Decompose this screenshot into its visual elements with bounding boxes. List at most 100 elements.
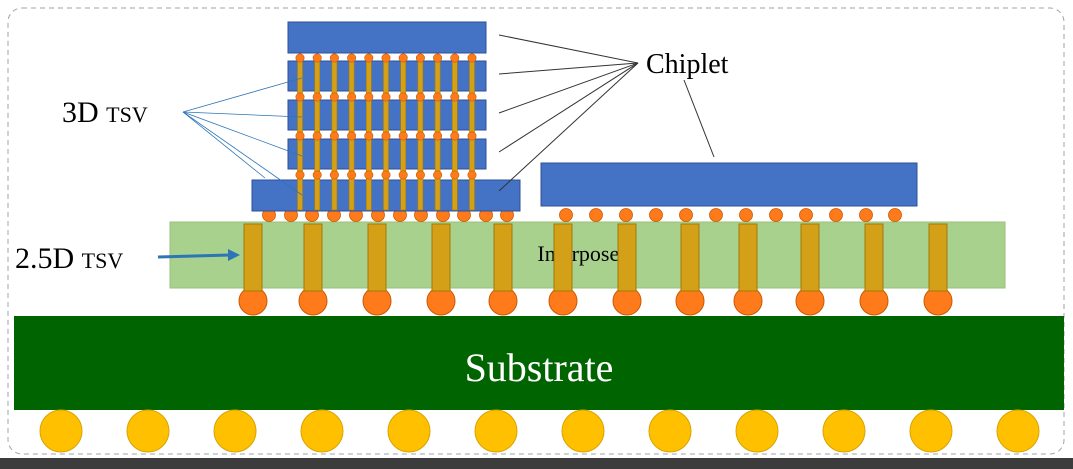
stack-bump — [381, 53, 391, 63]
chiplet-callout-line — [498, 34, 639, 64]
chiplet-callout-line — [498, 62, 639, 114]
tsv-3d-callout-lines — [182, 77, 303, 196]
tsv-25d-label: 2.5D TSV — [15, 242, 123, 275]
stack-bump — [467, 131, 477, 141]
stack-bump — [381, 92, 391, 102]
chiplet-callout-line — [498, 62, 639, 75]
substrate — [14, 316, 1064, 410]
stack-bump — [433, 170, 443, 180]
tsv-2-5d — [493, 223, 513, 292]
chiplet-label: Chiplet — [646, 49, 729, 80]
dashed-frame — [7, 7, 1065, 455]
solder-ball — [126, 409, 170, 453]
micro-bump — [859, 208, 873, 222]
stack-bump — [295, 92, 305, 102]
stack-bump — [415, 131, 425, 141]
tsv-3d-label: 3D TSV — [62, 96, 148, 129]
stack-bump — [347, 170, 357, 180]
stack-bump — [381, 170, 391, 180]
tsv-3d-callout-line — [182, 111, 266, 179]
stack-bump — [312, 53, 322, 63]
stack-bump — [347, 92, 357, 102]
solder-ball — [561, 409, 605, 453]
micro-bump — [739, 208, 753, 222]
tsv-2-5d — [617, 223, 637, 292]
tsv-3d-label-prefix: 3D — [62, 96, 106, 129]
micro-bump — [559, 208, 573, 222]
stack-bump — [433, 92, 443, 102]
stack-bump — [364, 131, 374, 141]
stack-bump — [329, 131, 339, 141]
tsv-25d-label-suffix: TSV — [82, 248, 124, 273]
stack-bump — [398, 131, 408, 141]
micro-bump — [679, 208, 693, 222]
stack-bump — [433, 131, 443, 141]
stacked-die — [287, 21, 487, 54]
micro-bump — [709, 208, 723, 222]
tsv-2-5d — [800, 223, 820, 292]
stack-bump — [467, 92, 477, 102]
tsv-3d-callout-line — [182, 77, 303, 113]
stack-bump — [364, 170, 374, 180]
stack-bump — [467, 53, 477, 63]
tsv-3d-group — [295, 53, 477, 211]
micro-bump — [589, 208, 603, 222]
solder-balls — [39, 409, 1040, 453]
solder-ball — [735, 409, 779, 453]
micro-bump — [829, 208, 843, 222]
stack-bump — [381, 131, 391, 141]
tsv-3d-label-suffix: TSV — [106, 102, 148, 127]
solder-ball — [909, 409, 953, 453]
stack-bump — [398, 170, 408, 180]
micro-bump — [619, 208, 633, 222]
stack-bump — [415, 170, 425, 180]
stack-bump — [295, 170, 305, 180]
substrate-label: Substrate — [465, 345, 614, 390]
tsv-2-5d — [431, 223, 451, 292]
solder-ball — [822, 409, 866, 453]
stack-bump — [347, 131, 357, 141]
tsv-2-5d — [928, 223, 948, 292]
tsv-2-5d — [243, 223, 263, 292]
stack-bump — [398, 53, 408, 63]
tsv-2-5d-group — [243, 223, 948, 292]
stack-bump — [312, 92, 322, 102]
chiplet-callout-line — [683, 79, 715, 158]
chiplet-callout-line — [498, 62, 639, 153]
tsv-3d-callout-line — [182, 111, 303, 196]
stack-bump — [415, 92, 425, 102]
tsv-3d-callout-line — [182, 111, 303, 157]
stack-bump — [329, 53, 339, 63]
chiplet-callout-lines — [498, 34, 715, 192]
stack-bump — [295, 53, 305, 63]
solder-ball — [474, 409, 518, 453]
micro-bump — [769, 208, 783, 222]
stack-bump — [329, 170, 339, 180]
stack-bump — [450, 53, 460, 63]
tsv-25d-arrowhead — [228, 249, 240, 261]
solder-ball — [39, 409, 83, 453]
micro-bump — [799, 208, 813, 222]
stack-bump — [450, 92, 460, 102]
stack-bump — [364, 53, 374, 63]
tsv-2-5d — [864, 223, 884, 292]
stack-bump — [415, 53, 425, 63]
solder-ball — [387, 409, 431, 453]
micro-bump — [649, 208, 663, 222]
chiplet-right — [540, 162, 918, 207]
solder-ball — [300, 409, 344, 453]
stack-bump — [364, 92, 374, 102]
stack-bump — [347, 53, 357, 63]
tsv-2-5d — [738, 223, 758, 292]
solder-ball — [213, 409, 257, 453]
stack-bump — [312, 131, 322, 141]
stack-bump — [450, 131, 460, 141]
tsv-2-5d — [367, 223, 387, 292]
stack-bump — [312, 170, 322, 180]
interposer-label: Interposer — [537, 241, 627, 266]
stack-bump — [329, 92, 339, 102]
tsv-2-5d — [303, 223, 323, 292]
stack-bump — [450, 170, 460, 180]
stack-bump — [433, 53, 443, 63]
